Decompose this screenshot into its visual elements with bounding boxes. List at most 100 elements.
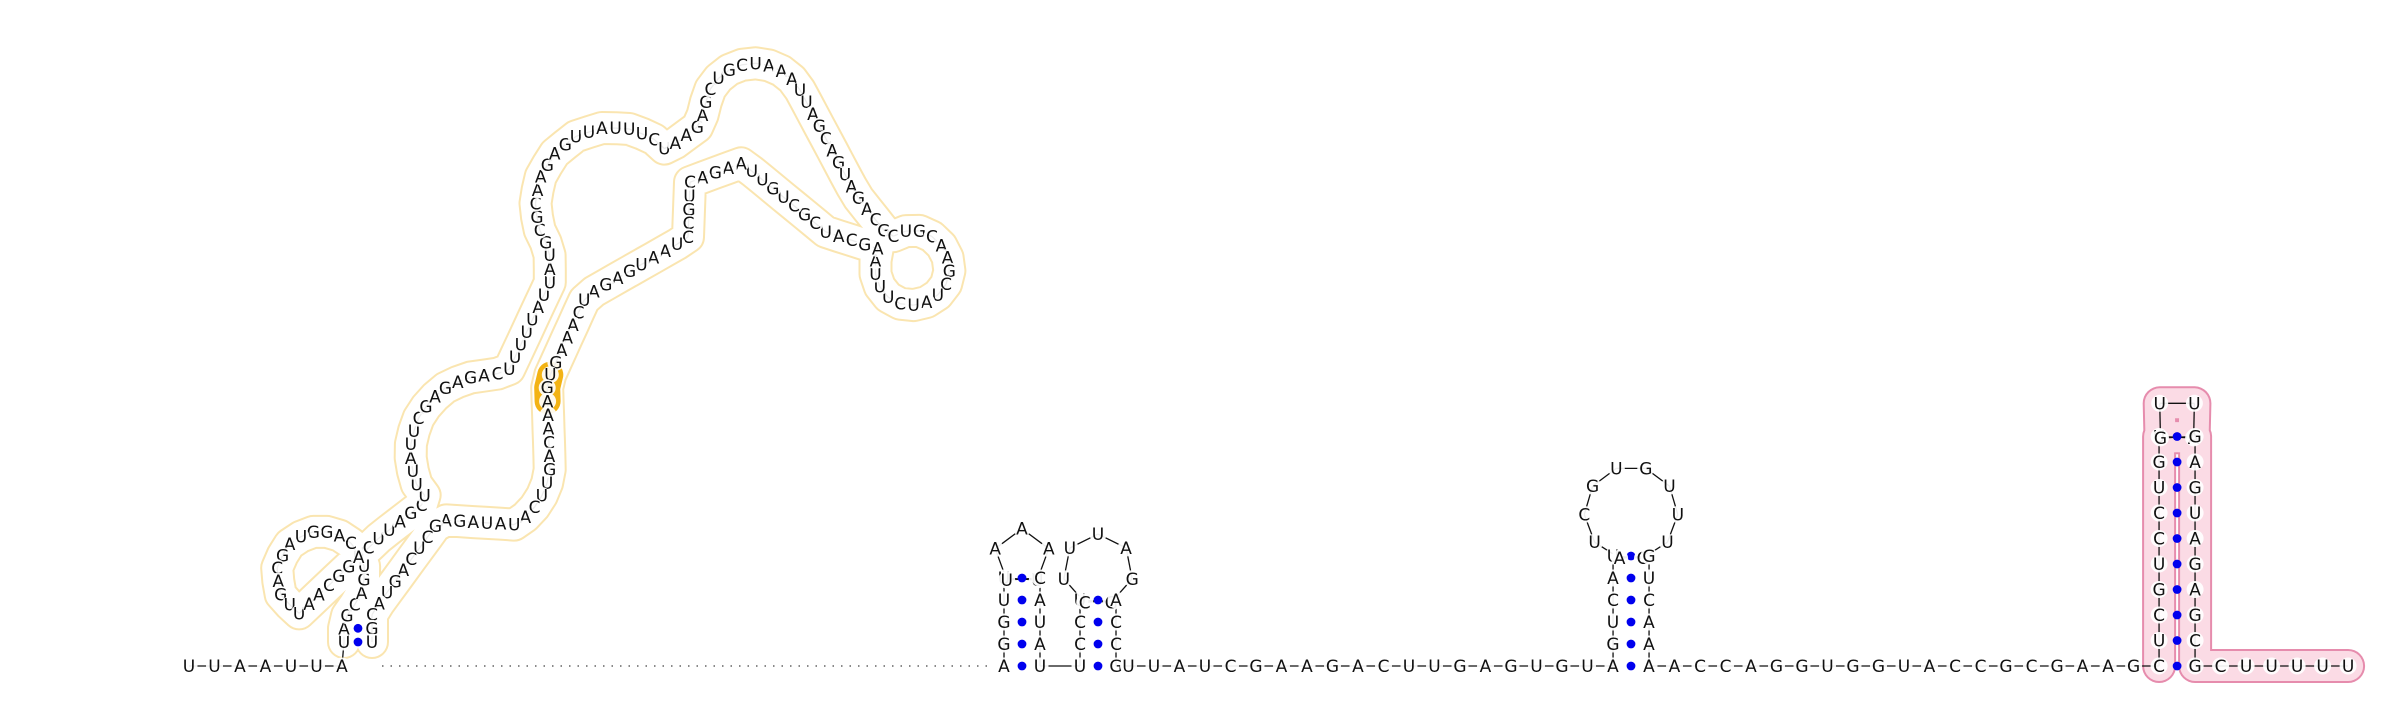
nucleotide-bg	[257, 657, 274, 675]
nucleotide-bg	[1324, 657, 1341, 675]
nucleotide: C	[2026, 657, 2038, 677]
nucleotide: A	[303, 595, 315, 615]
base-pair-dot	[2172, 559, 2182, 569]
nucleotide-bg	[527, 194, 544, 212]
nucleotide-bg	[462, 369, 480, 386]
nucleotide-bg	[1145, 657, 1163, 675]
nucleotide: U	[2265, 657, 2277, 677]
nucleotide: C	[405, 550, 417, 570]
nucleotide-bg	[1895, 657, 1913, 675]
nucleotide: U	[2316, 657, 2328, 677]
nucleotide: A	[467, 513, 479, 533]
nucleotide: G	[997, 613, 1010, 633]
nucleotide-bg	[2186, 632, 2204, 649]
nucleotide: A	[680, 126, 692, 146]
nucleotide: A	[998, 657, 1010, 677]
nucleotide-bg	[541, 274, 559, 291]
nucleotide: U	[1000, 571, 1012, 591]
nucleotide: A	[2102, 657, 2114, 677]
nucleotide: G	[1606, 635, 1619, 655]
nucleotide: C	[1110, 635, 1122, 655]
nucleotide: U	[372, 529, 384, 549]
nucleotide: G	[2153, 581, 2166, 601]
nucleotide: U	[2240, 657, 2252, 677]
nucleotide-bg	[2150, 555, 2168, 573]
nucleotide: A	[1043, 540, 1055, 560]
nucleotide: G	[342, 558, 355, 578]
nucleotide-bg	[1666, 657, 1683, 675]
nucleotide: U	[407, 462, 419, 482]
nucleotide: A	[2189, 453, 2201, 473]
nucleotide: U	[366, 633, 378, 653]
nucleotide: C	[940, 275, 952, 295]
nucleotide: G	[1586, 477, 1599, 497]
nucleotide-bg	[1768, 657, 1785, 675]
nucleotide: A	[921, 293, 933, 313]
nucleotide: G	[541, 156, 554, 176]
base-pair-dot	[2172, 661, 2182, 671]
nucleotide: G	[1642, 547, 1655, 567]
nucleotide: G	[997, 635, 1010, 655]
nucleotide-bg	[1921, 657, 1938, 675]
nucleotide: U	[1661, 533, 1673, 553]
nucleotide: G	[1770, 657, 1783, 677]
nucleotide: U	[520, 323, 532, 343]
nucleotide-bg	[269, 572, 287, 590]
nucleotide: A	[1301, 657, 1313, 677]
nucleotide-bg	[1013, 520, 1031, 538]
nucleotide-bg	[2314, 657, 2332, 675]
nucleotide: U	[418, 486, 430, 506]
nucleotide-bg	[747, 54, 765, 72]
nucleotide: C	[534, 221, 546, 241]
nucleotide-bg	[541, 246, 559, 264]
nucleotide-bg	[1640, 613, 1658, 631]
nucleotide-bg	[830, 227, 848, 245]
nucleotide: C	[1074, 635, 1086, 655]
nucleotide-bg	[2150, 606, 2168, 624]
nucleotide: A	[535, 168, 547, 188]
nucleotide: U	[508, 516, 520, 536]
nucleotide: U	[1428, 657, 1440, 677]
nucleotide-bg	[694, 106, 712, 124]
nucleotide: C	[530, 194, 542, 214]
nucleotide: U	[907, 296, 919, 316]
nucleotide-bg	[539, 406, 557, 424]
nucleotide-bg	[2186, 606, 2204, 624]
nucleotide: A	[872, 240, 884, 260]
nucleotide-bg	[2186, 555, 2204, 573]
nucleotide-bg	[2150, 632, 2168, 649]
nucleotide-bg	[1997, 657, 2015, 675]
nucleotide-bg	[2099, 657, 2117, 675]
nucleotide: G	[2189, 555, 2202, 575]
nucleotide: A	[429, 388, 441, 408]
nucleotide: G	[530, 208, 543, 228]
nucleotide-bg	[607, 119, 625, 137]
nucleotide-bg	[2212, 657, 2230, 675]
nucleotide-bg	[593, 119, 611, 137]
nucleotide: C	[1975, 657, 1987, 677]
nucleotide-bg	[1604, 613, 1622, 631]
nucleotide: C	[492, 365, 504, 385]
nucleotide: U	[1530, 657, 1542, 677]
base-pair-dot	[1017, 639, 1027, 649]
nucleotide-bg	[363, 633, 381, 651]
nucleotide-bg	[2263, 657, 2281, 675]
nucleotide: A	[1607, 569, 1619, 589]
base-pair-dot	[1626, 551, 1636, 561]
nucleotide: U	[2291, 657, 2303, 677]
nucleotide-bg	[1247, 657, 1265, 675]
nucleotide: U	[609, 119, 621, 139]
nucleotide-bg	[451, 512, 469, 530]
nucleotide-bg	[1586, 533, 1604, 551]
nucleotide: C	[683, 214, 695, 234]
nucleotide: A	[495, 515, 507, 535]
nucleotide-bg	[1071, 657, 1089, 675]
nucleotide: C	[684, 173, 696, 193]
nucleotide: G	[699, 93, 712, 113]
nucleotide: A	[1614, 549, 1626, 569]
nucleotide-bg	[2150, 453, 2168, 471]
nucleotide: U	[310, 657, 322, 677]
nucleotide: U	[635, 255, 647, 275]
nucleotide-bg	[1640, 635, 1658, 653]
nucleotide: C	[1607, 591, 1619, 611]
